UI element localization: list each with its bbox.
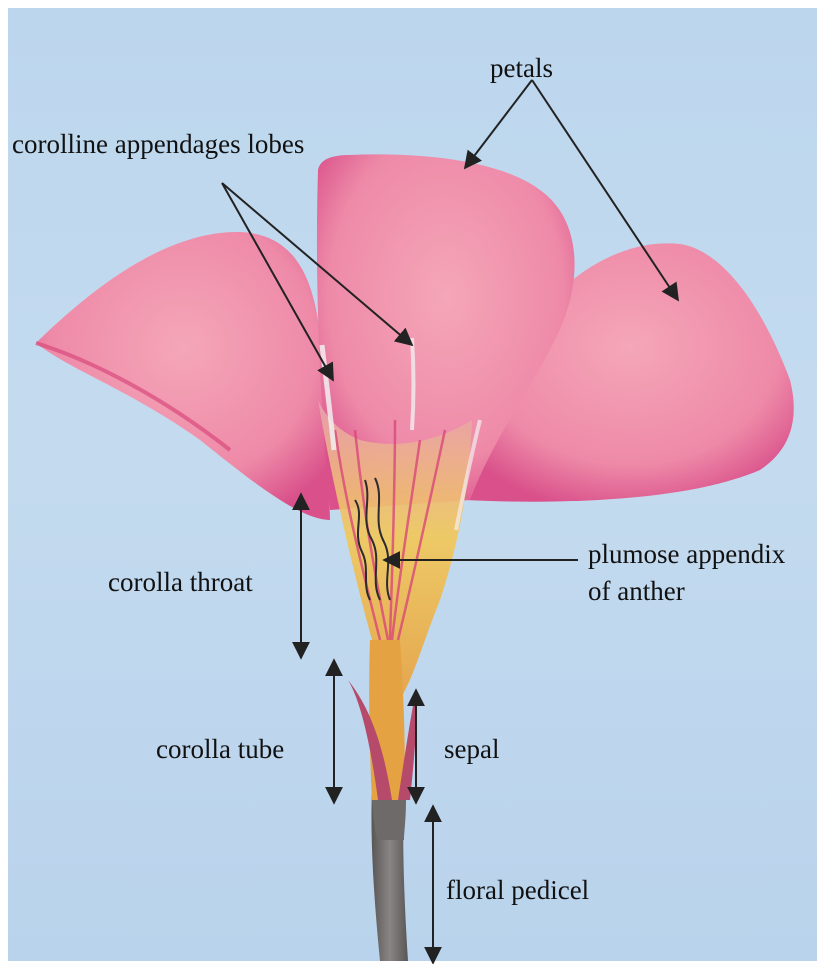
label-corolla-throat: corolla throat [108, 566, 253, 598]
label-corolline-appendages-lobes: corolline appendages lobes [12, 128, 304, 160]
label-floral-pedicel: floral pedicel [446, 874, 589, 906]
label-plumose-appendix-line2: of anther [588, 575, 685, 607]
left-petal [36, 232, 330, 520]
arrow-petals-to-center [465, 80, 532, 168]
label-sepal: sepal [444, 733, 499, 765]
label-petals: petals [490, 52, 553, 84]
label-plumose-appendix-line1: plumose appendix [588, 538, 785, 570]
label-corolla-tube: corolla tube [156, 733, 284, 765]
